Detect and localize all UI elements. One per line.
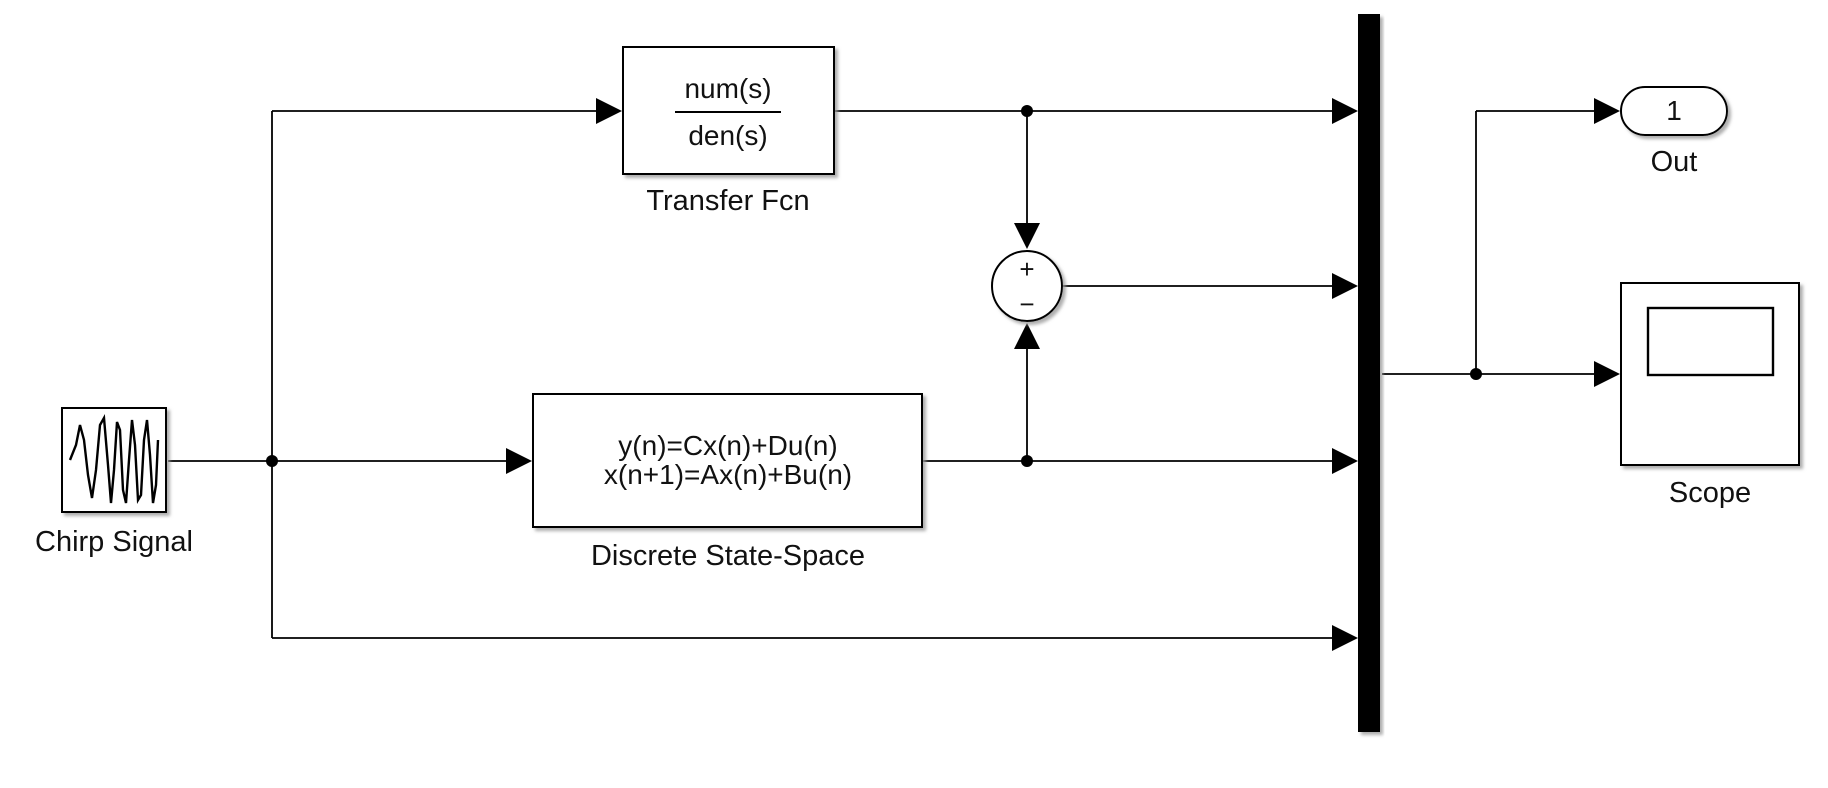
branch-point-mux <box>1470 368 1482 380</box>
arrowhead-mux-1 <box>1332 98 1358 124</box>
transfer-fcn-block[interactable]: num(s) den(s) Transfer Fcn <box>622 46 835 217</box>
arrowhead-sum-minus <box>1014 323 1040 349</box>
mux-block[interactable] <box>1358 14 1380 732</box>
scope-screen-icon <box>1646 306 1775 377</box>
state-space-output-equation: y(n)=Cx(n)+Du(n) <box>618 430 837 461</box>
scope-block[interactable]: Scope <box>1620 282 1800 509</box>
arrowhead-sum-plus <box>1014 223 1040 249</box>
transfer-fcn-frame[interactable] <box>622 46 835 175</box>
sum-circle[interactable] <box>991 250 1063 322</box>
branch-point-ss <box>1021 455 1033 467</box>
state-space-state-equation: x(n+1)=Ax(n)+Bu(n) <box>604 459 852 490</box>
state-space-label: Discrete State-Space <box>591 540 865 572</box>
chirp-signal-label: Chirp Signal <box>35 526 193 558</box>
state-space-frame[interactable] <box>532 393 923 528</box>
arrowhead-mux-3 <box>1332 448 1358 474</box>
outport-number: 1 <box>1666 95 1682 126</box>
transfer-fcn-numerator: num(s) <box>684 73 771 104</box>
branch-points <box>266 105 1482 467</box>
arrowhead-mux-2 <box>1332 273 1358 299</box>
sum-block[interactable]: + − <box>991 250 1063 322</box>
transfer-fcn-label: Transfer Fcn <box>646 185 809 217</box>
arrowheads <box>506 98 1620 651</box>
signal-lines <box>168 110 1600 639</box>
outport-frame[interactable] <box>1620 86 1728 136</box>
discrete-state-space-block[interactable]: y(n)=Cx(n)+Du(n) x(n+1)=Ax(n)+Bu(n) Disc… <box>532 393 923 572</box>
transfer-fcn-denominator: den(s) <box>688 120 767 151</box>
branch-point-tf <box>1021 105 1033 117</box>
outport-block[interactable]: 1 Out <box>1620 86 1728 178</box>
arrowhead-state-space <box>506 448 532 474</box>
arrowhead-scope <box>1594 361 1620 387</box>
arrowhead-mux-4 <box>1332 625 1358 651</box>
scope-label: Scope <box>1669 477 1751 509</box>
chirp-signal-block[interactable]: Chirp Signal <box>35 407 193 558</box>
branch-point-chirp <box>266 455 278 467</box>
sum-minus-sign: − <box>1019 289 1034 319</box>
outport-label: Out <box>1651 146 1698 178</box>
chirp-wave-icon <box>68 414 160 504</box>
sum-plus-sign: + <box>1019 254 1034 284</box>
arrowhead-transfer-fcn <box>596 98 622 124</box>
arrowhead-out <box>1594 98 1620 124</box>
